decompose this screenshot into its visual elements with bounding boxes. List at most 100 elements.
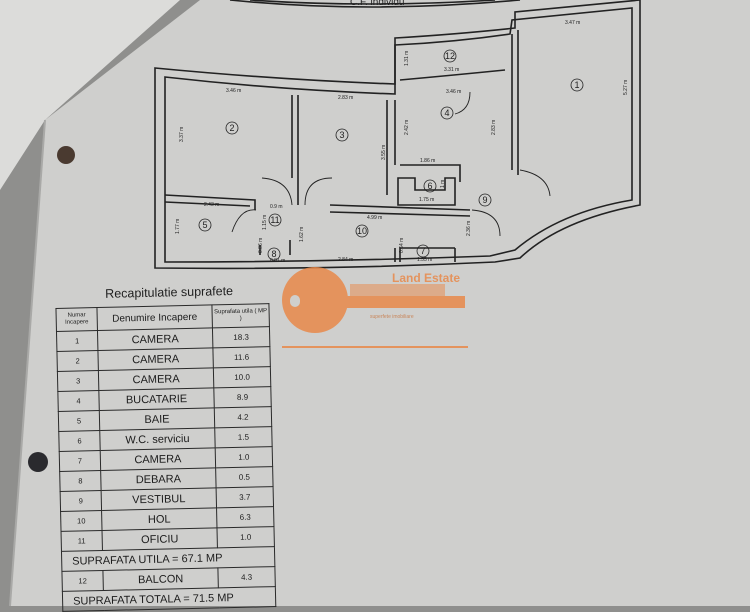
header-number: Numar Incapere xyxy=(55,307,98,332)
dimension-label: 3.37 m xyxy=(179,127,185,142)
area-table: Numar Incapere Denumire Incapere Suprafa… xyxy=(55,303,276,612)
room-area: 4.3 xyxy=(217,566,276,588)
room-number: 4 xyxy=(444,108,449,118)
room-area: 3.7 xyxy=(216,486,274,508)
wall xyxy=(291,30,519,205)
dimension-label: 1.86 m xyxy=(420,158,435,164)
punch-hole xyxy=(28,452,48,472)
punch-hole xyxy=(57,146,75,164)
room-name: CAMERA xyxy=(98,367,214,391)
dimension-label: 2.83 m xyxy=(491,120,497,135)
dimension-label: 1 m xyxy=(440,180,446,188)
room-number: 9 xyxy=(482,195,487,205)
room-number: 1 xyxy=(56,330,98,352)
room-number: 1 xyxy=(574,80,579,90)
room-number: 9 xyxy=(60,490,102,512)
wall xyxy=(329,204,471,217)
dimension-label: 2.83 m xyxy=(338,95,353,101)
room-name: CAMERA xyxy=(97,327,213,351)
dimension-label: 3.55 m xyxy=(381,145,387,160)
room-name: HOL xyxy=(101,507,217,531)
outer-wall xyxy=(154,0,641,270)
room-number: 6 xyxy=(427,181,432,191)
dimension-label: 0.86 m xyxy=(258,238,264,253)
room-area: 0.5 xyxy=(215,466,274,488)
room-number: 2 xyxy=(56,350,99,372)
header-arc xyxy=(229,0,521,8)
dimension-label: 2.43 m xyxy=(204,202,219,208)
dimension-label: 1.55 m xyxy=(417,257,432,263)
room-area: 1.0 xyxy=(216,526,275,548)
room-name: VESTIBUL xyxy=(101,487,217,511)
dimension-label: 3.46 m xyxy=(226,88,241,94)
room-number: 8 xyxy=(59,470,102,492)
dimension-label: 2.84 m xyxy=(338,257,353,263)
dimension-label: 1.77 m xyxy=(175,219,181,234)
wall xyxy=(397,177,456,206)
area-summary: Recapitulatie suprafete Numar Incapere D… xyxy=(55,283,282,612)
header-fragment: C.F. individu xyxy=(350,0,404,8)
dimension-label: 3.47 m xyxy=(565,20,580,26)
room-number: 2 xyxy=(229,123,234,133)
dimension-label: 0.81 m xyxy=(270,258,285,264)
room-number: 7 xyxy=(420,246,425,256)
dimension-label: 1.62 m xyxy=(299,227,305,242)
dimension-label: 0.64 m xyxy=(399,238,405,253)
dimension-label: 1.31 m xyxy=(404,51,410,66)
room-number: 3 xyxy=(339,130,344,140)
dimension-label: 3.31 m xyxy=(444,67,459,73)
room-area: 8.9 xyxy=(213,386,272,408)
room-number: 4 xyxy=(57,390,100,412)
door-swing xyxy=(231,91,551,237)
dimension-label: 1.15 m xyxy=(262,215,268,230)
room-name: CAMERA xyxy=(97,347,214,371)
room-name: DEBARA xyxy=(100,467,217,491)
wall xyxy=(399,69,506,81)
room-number: 12 xyxy=(61,570,104,592)
room-number: 10 xyxy=(60,510,103,532)
room-area: 4.2 xyxy=(214,406,272,428)
room-number: 12 xyxy=(445,51,455,61)
header-area: Suprafata utila ( MP ) xyxy=(211,303,270,328)
room-number: 5 xyxy=(202,220,207,230)
room-area: 10.0 xyxy=(213,366,271,388)
room-number: 5 xyxy=(58,410,100,432)
room-area: 6.3 xyxy=(216,506,274,528)
background-sheet xyxy=(0,0,180,190)
dimension-label: 4.99 m xyxy=(367,215,382,221)
room-number: 3 xyxy=(57,370,99,392)
page-edge xyxy=(9,119,46,606)
room-area: 1.5 xyxy=(214,426,273,448)
room-number: 11 xyxy=(270,215,279,225)
inner-wall xyxy=(164,7,633,263)
room-number: 10 xyxy=(357,226,367,236)
room-number: 6 xyxy=(58,430,101,452)
room-name: W.C. serviciu xyxy=(99,427,216,451)
dimension-label: 3.46 m xyxy=(446,89,461,95)
room-area: 1.0 xyxy=(215,446,273,468)
dimension-label: 1.75 m xyxy=(419,197,434,203)
dimension-label: 0.9 m xyxy=(270,204,283,210)
watermark-logo: Land Estate superfete imobiliare xyxy=(282,267,468,348)
room-name: BALCON xyxy=(102,567,219,591)
room-name: BAIE xyxy=(99,407,215,431)
room-area: 11.6 xyxy=(212,346,271,368)
room-name: BUCATARIE xyxy=(98,387,215,411)
room-number: 8 xyxy=(271,249,276,259)
room-number: 11 xyxy=(61,530,103,552)
room-area: 18.3 xyxy=(212,326,270,348)
room-name: CAMERA xyxy=(100,447,216,471)
grand-total-row: SUPRAFATA TOTALA = 71.5 MP xyxy=(62,586,276,612)
header-arc xyxy=(249,0,496,5)
key-icon xyxy=(282,267,348,333)
header-name: Denumire Incapere xyxy=(96,304,213,331)
watermark-tagline: superfete imobiliare xyxy=(370,314,414,320)
grand-total: SUPRAFATA TOTALA = 71.5 MP xyxy=(62,586,276,612)
watermark-brand: Land Estate xyxy=(392,271,460,285)
wall xyxy=(164,194,256,210)
dimension-label: 2.36 m xyxy=(466,221,472,236)
room-name: OFICIU xyxy=(102,527,218,551)
dimension-label: 5.27 m xyxy=(623,80,629,95)
wall xyxy=(259,240,456,262)
